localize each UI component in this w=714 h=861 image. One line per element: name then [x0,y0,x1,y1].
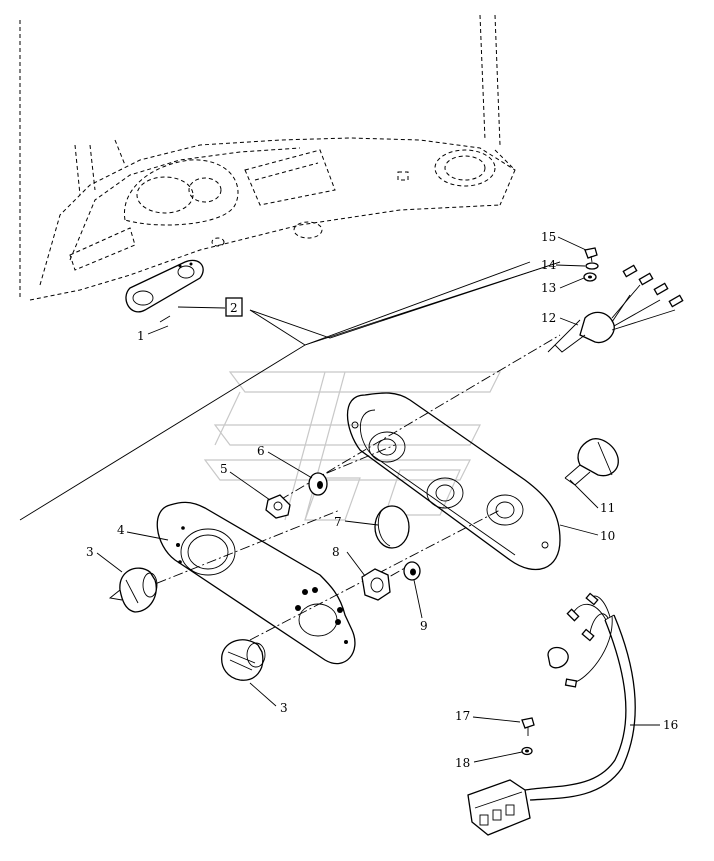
callout-11: 11 [600,501,615,515]
callout-12: 12 [541,311,556,325]
cap-7 [374,505,410,549]
callout-labels: 1 2 3 3 4 5 6 7 8 9 10 11 12 13 14 15 16… [86,230,678,770]
callout-5: 5 [220,462,228,476]
callout-13: 13 [541,281,556,295]
screw-15 [584,247,598,263]
switch-12 [547,264,684,353]
front-plate [156,501,356,665]
callout-7: 7 [334,515,342,529]
washer-9 [403,561,421,581]
washer-18 [521,746,533,756]
rear-plate [346,392,561,571]
callout-14: 14 [541,258,557,272]
watermark-logo [203,371,501,521]
switch-11 [564,438,619,486]
small-panel-assembly [125,259,204,323]
callout-4: 4 [117,523,125,537]
callout-box-2 [225,297,243,317]
centerlines [139,334,561,641]
callout-15: 15 [541,230,556,244]
washer-6 [308,472,328,496]
callout-3-bottom: 3 [280,701,288,715]
callout-2: 2 [230,301,238,315]
leader-lines [96,236,660,763]
washer-14 [585,262,599,270]
washer-13 [583,272,597,282]
callout-17: 17 [455,709,470,723]
nut-5 [265,494,291,519]
callout-8: 8 [332,545,340,559]
callout-1: 1 [137,329,145,343]
screw-17 [521,717,535,736]
callout-10: 10 [600,529,615,543]
callout-18: 18 [455,756,470,770]
knob-left [108,567,158,613]
nut-8 [361,568,391,601]
dashboard-outline [19,14,516,301]
assembly-boundary-lines [19,261,561,521]
harness-16 [467,592,636,836]
callout-9: 9 [420,619,428,633]
knob-bottom [221,639,266,681]
callout-6: 6 [257,444,265,458]
callout-3-left: 3 [86,545,94,559]
callout-16: 16 [663,718,678,732]
